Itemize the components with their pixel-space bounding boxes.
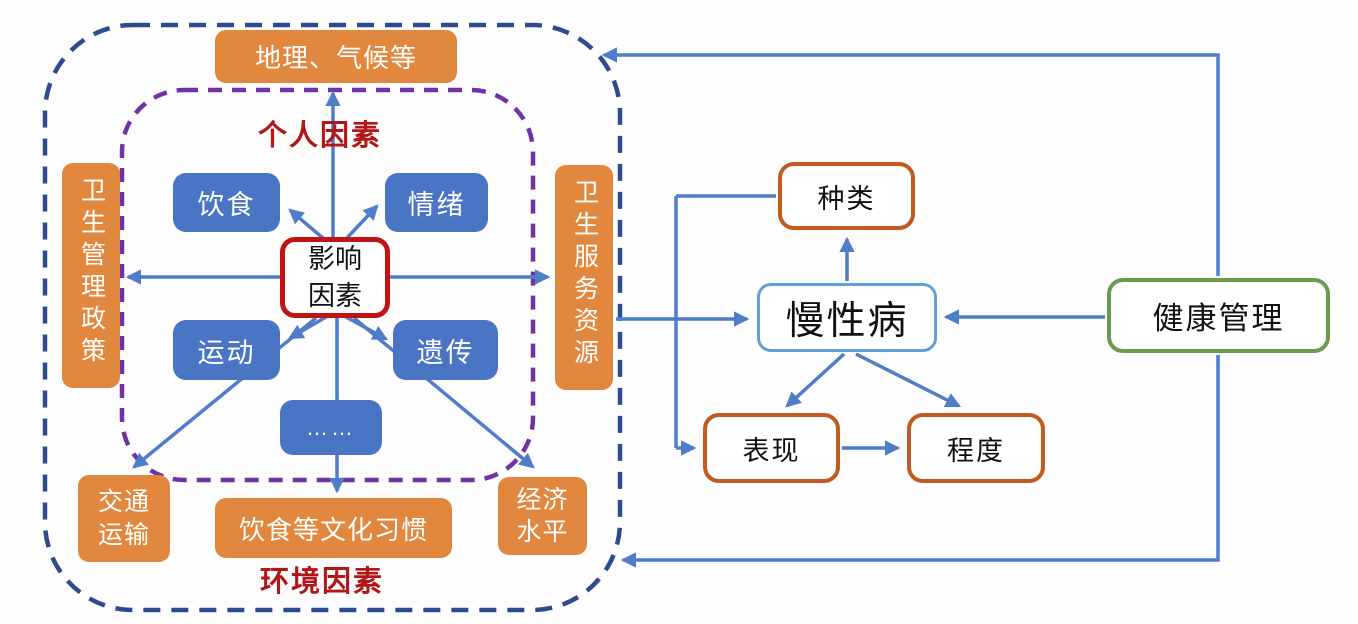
economic-level-box: 经济 水平 bbox=[498, 477, 587, 555]
influencing-factors-line2: 因素 bbox=[308, 280, 362, 311]
emotion-box: 情绪 bbox=[385, 173, 488, 232]
more-factors-box: …… bbox=[280, 400, 382, 455]
disease-type-box: 种类 bbox=[778, 162, 915, 230]
influencing-factors-box: 影响 因素 bbox=[280, 237, 390, 318]
disease-degree-box: 程度 bbox=[907, 413, 1045, 483]
transportation-box: 交通 运输 bbox=[78, 475, 170, 562]
arrow-center-to-diet bbox=[288, 208, 326, 241]
heredity-box: 遗传 bbox=[393, 320, 498, 380]
arrow-center-to-economy bbox=[352, 316, 535, 469]
arrow-center-to-emotion bbox=[344, 204, 379, 241]
diet-cultural-habits-box: 饮食等文化习惯 bbox=[215, 498, 452, 558]
arrow-chronic-to-manifestation bbox=[785, 352, 846, 408]
transportation-line1: 交通 bbox=[97, 488, 150, 516]
arrow-chronic-to-degree bbox=[855, 352, 962, 408]
diet-box: 饮食 bbox=[173, 173, 280, 232]
arrow-center-to-transport bbox=[132, 316, 318, 469]
health-management-box: 健康管理 bbox=[1107, 278, 1330, 353]
economic-level-line1: 经济 bbox=[516, 485, 569, 514]
arrow-health-loop-top bbox=[601, 47, 1220, 276]
environment-factors-label: 环境因素 bbox=[259, 566, 384, 598]
chronic-disease-box: 慢性病 bbox=[757, 283, 937, 352]
health-management-policy-box: 卫生管理政策 bbox=[62, 163, 120, 388]
arrow-health-loop-bottom bbox=[620, 355, 1220, 568]
disease-manifestation-box: 表现 bbox=[703, 413, 840, 483]
personal-factors-dashed-border bbox=[119, 87, 536, 483]
exercise-box: 运动 bbox=[173, 320, 280, 380]
economic-level-line2: 水平 bbox=[516, 518, 569, 546]
influencing-factors-line1: 影响 bbox=[308, 244, 362, 275]
transportation-line2: 运输 bbox=[97, 520, 150, 549]
health-service-resources-box: 卫生服务资源 bbox=[555, 165, 613, 390]
geography-climate-box: 地理、气候等 bbox=[215, 30, 457, 83]
personal-factors-label: 个人因素 bbox=[257, 120, 382, 152]
